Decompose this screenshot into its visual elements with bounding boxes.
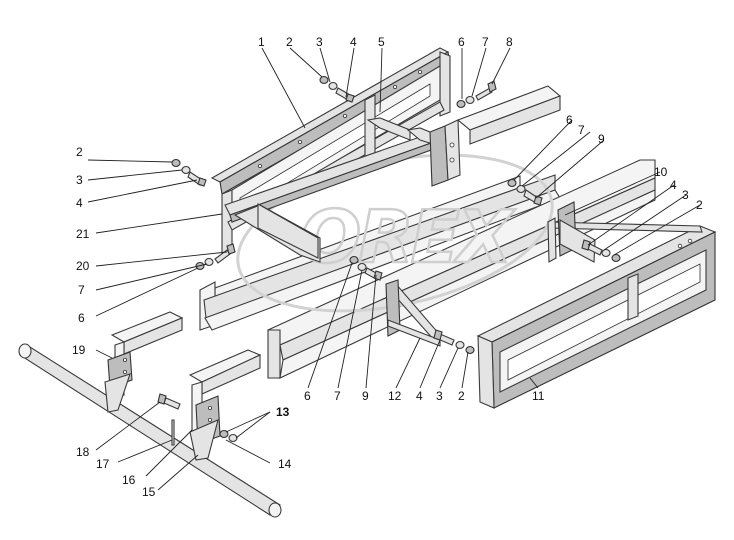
callout-17: 17 — [96, 457, 110, 471]
bolt-set-lower — [433, 329, 475, 355]
mount-19 — [104, 311, 184, 413]
callout-4: 4 — [670, 178, 677, 192]
tube — [18, 343, 282, 518]
watermark-text: OREX — [300, 195, 516, 279]
callout-6: 6 — [304, 389, 311, 403]
bolt-set-upper — [319, 75, 355, 103]
callout-15: 15 — [142, 485, 156, 499]
callout-9: 9 — [598, 132, 605, 146]
leader-lines — [87, 47, 701, 491]
callout-2: 2 — [696, 198, 703, 212]
callout-7: 7 — [482, 35, 489, 49]
callout-14: 14 — [278, 457, 292, 471]
callout-5: 5 — [378, 35, 385, 49]
callout-6: 6 — [458, 35, 465, 49]
callout-3: 3 — [682, 188, 689, 202]
bolt-set-left — [171, 158, 207, 187]
callout-21: 21 — [76, 227, 90, 241]
callout-1: 1 — [258, 35, 265, 49]
bolt-18 — [157, 393, 181, 410]
callout-16: 16 — [122, 473, 136, 487]
bolt-set-left-lower — [195, 243, 236, 271]
callout-13: 13 — [276, 405, 290, 419]
callout-4: 4 — [416, 389, 423, 403]
callout-8: 8 — [506, 35, 513, 49]
callout-labels: 1 2 3 4 5 6 7 8 2 3 4 6 7 9 10 4 3 2 21 … — [72, 35, 703, 499]
rear-side-frame — [547, 201, 703, 263]
mount-15 — [188, 349, 262, 461]
bracket-5 — [366, 117, 461, 187]
bolt-set-13 — [219, 429, 238, 443]
callout-2: 2 — [76, 145, 83, 159]
callout-19: 19 — [72, 343, 86, 357]
callout-6: 6 — [566, 113, 573, 127]
bolt-set-right-upper — [507, 178, 543, 206]
rear-frame — [476, 225, 717, 409]
callout-7: 7 — [334, 389, 341, 403]
bolt-set-right — [581, 239, 621, 263]
callout-3: 3 — [76, 173, 83, 187]
callout-4: 4 — [76, 196, 83, 210]
callout-2: 2 — [286, 35, 293, 49]
watermark: OREX — [236, 153, 554, 313]
callout-3: 3 — [316, 35, 323, 49]
callout-20: 20 — [76, 259, 90, 273]
callout-7: 7 — [78, 283, 85, 297]
callout-7: 7 — [578, 123, 585, 137]
callout-2: 2 — [458, 389, 465, 403]
callout-10: 10 — [654, 165, 668, 179]
callout-11: 11 — [532, 389, 545, 403]
bolt-set-upper-right — [456, 80, 497, 109]
pin-17 — [171, 419, 175, 446]
callout-18: 18 — [76, 445, 90, 459]
rail-left — [199, 174, 561, 331]
callout-4: 4 — [350, 35, 357, 49]
callout-6: 6 — [78, 311, 85, 325]
callout-3: 3 — [436, 389, 443, 403]
callout-12: 12 — [388, 389, 402, 403]
callout-9: 9 — [362, 389, 369, 403]
